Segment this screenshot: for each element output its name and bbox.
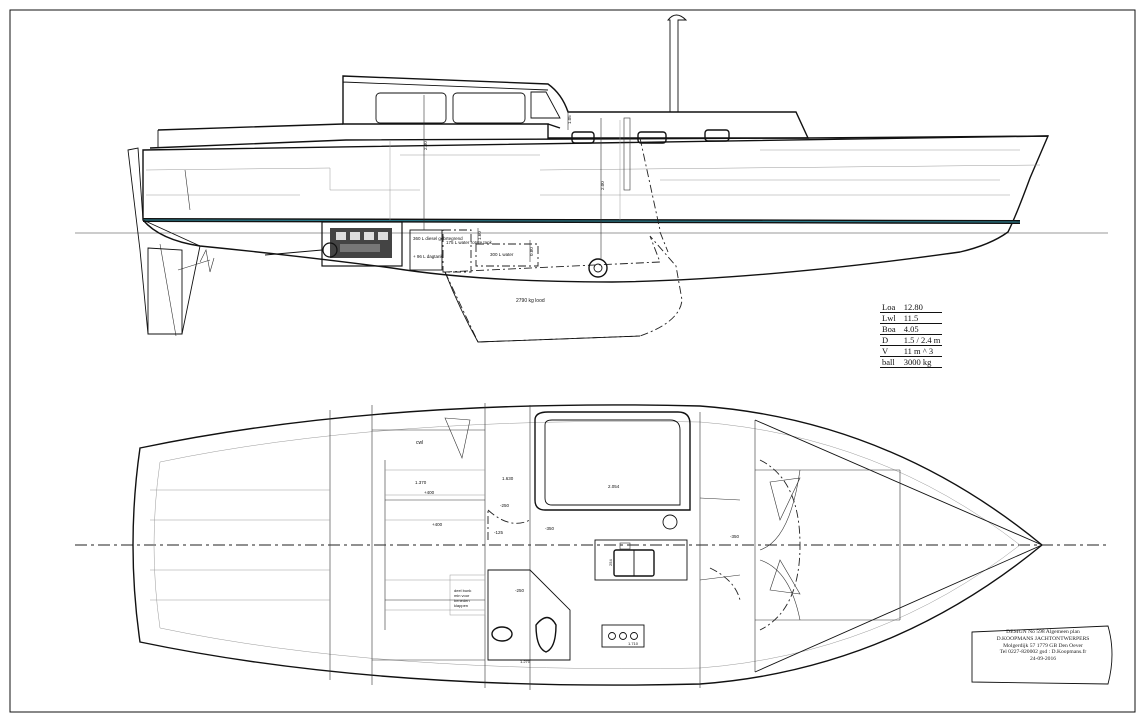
plan-dim-1270: 1.270 [520, 659, 531, 664]
wheelhouse-window-1 [375, 92, 447, 124]
diesel-tank-label: 360 L diesel gebrtegrend [413, 236, 463, 241]
title-block-frame [971, 625, 1113, 685]
rudder [147, 247, 183, 335]
plan-dim-1370: 1.370 [415, 480, 427, 485]
wheelhouse-window-2 [452, 92, 526, 124]
water-tank-1 [442, 229, 472, 273]
dim-b: 2.00 [600, 181, 605, 190]
heads-basin [491, 626, 513, 642]
keel-outline [444, 271, 641, 343]
saloon-dinette [534, 411, 691, 511]
saloon-table-post [662, 514, 678, 530]
water-tank-2 [475, 243, 539, 267]
spec-value: 4.05 [901, 323, 943, 335]
plan-dim-250b: -250 [515, 588, 525, 593]
v-berth [754, 419, 1044, 673]
note-dekbunk-4: klappen [454, 603, 468, 608]
dim-d: 1.60 [477, 231, 482, 240]
dim-e: 0.80 [529, 247, 534, 256]
note-dekbunk-3: beneden [454, 598, 470, 603]
stove [601, 624, 645, 648]
plan-hull-outline [132, 404, 1044, 686]
title-line-5: 24-09-2016 [1029, 656, 1057, 663]
porthole-2 [637, 131, 667, 144]
spec-label: Boa [880, 323, 902, 335]
plan-dim-1710: 1.710 [628, 641, 639, 646]
water-tank-2-label: 300 L water [490, 252, 514, 257]
spec-value: 12.80 [901, 302, 943, 313]
sheet-border [9, 9, 1136, 713]
deck-line [149, 123, 1049, 149]
plan-dim-1630: 1.630 [502, 476, 514, 481]
water-tank-1-label: 175 L water rotate tank [446, 240, 493, 245]
boot-stripe-inner [142, 219, 1021, 223]
plan-dim-350: -350 [545, 526, 555, 531]
note-dekbunk-2: min voor [454, 593, 470, 598]
spec-label: Lwl [880, 312, 902, 324]
keel [444, 235, 683, 343]
plan-dim-250a: -250 [500, 503, 510, 508]
toilet [535, 616, 557, 653]
wheelhouse-outline [342, 75, 810, 139]
side-profile: 360 L diesel gebrtegrend + 96 L dagtank … [75, 14, 1108, 343]
plan-view: -350 2.054 -350 254 1.710 1.270 -250 dee… [75, 403, 1110, 690]
spec-value: 1.5 / 2.4 m [901, 334, 943, 346]
plan-dim-2054: 2.054 [608, 484, 620, 489]
wheelhouse-roof [342, 76, 549, 124]
spec-label: V [880, 345, 902, 357]
engine [264, 221, 403, 267]
title-line-4: Tel 0227-820002 gsd : D.Koopmans.fr [999, 649, 1087, 656]
stern-skeg [127, 147, 201, 335]
spec-label: Loa [880, 302, 902, 313]
diesel-tank [409, 229, 443, 271]
wheelhouse-window-3 [530, 91, 561, 119]
spec-value: 11 m ^ 3 [901, 345, 943, 357]
plan-cwl: cwl [416, 440, 423, 446]
mast-stub [667, 14, 688, 113]
note-dekbunk-1: deel bunk [454, 588, 471, 593]
heads-compartment [487, 569, 571, 661]
galley-counter [594, 539, 688, 581]
porthole-3 [704, 129, 730, 142]
ballast-label: 2790 kg lood [516, 298, 545, 304]
title-line-1: DESIGN No 598 Algemeen plan [1006, 629, 1080, 635]
title-line-3: Molgerdijk 57 1779 GB Den Oever [1003, 642, 1083, 649]
diesel-daytank-label: + 96 L dagtank [413, 254, 443, 259]
propeller [588, 258, 608, 278]
plan-dim-400b: +400 [432, 522, 443, 527]
spec-label: ball [880, 356, 902, 368]
title-block: DESIGN No 598 Algemeen plan D.KOOPMANS J… [972, 629, 1114, 687]
dim-c: 1.05 [567, 115, 572, 124]
spec-value: 11.5 [901, 312, 943, 324]
plan-dim-254: 254 [608, 559, 613, 566]
plan-dim-400a: +400 [424, 490, 435, 495]
dim-a: 2.30 [423, 141, 428, 150]
hull-outline [142, 135, 1050, 283]
spec-label: D [880, 334, 902, 346]
plan-deck-inner [153, 421, 1021, 669]
plan-dim-350b: -350 [730, 534, 740, 539]
title-line-2: D.KOOPMANS JACHTONTWERPERS [996, 635, 1090, 642]
plan-dim-125: -125 [494, 530, 504, 535]
spec-value: 3000 kg [901, 356, 943, 368]
